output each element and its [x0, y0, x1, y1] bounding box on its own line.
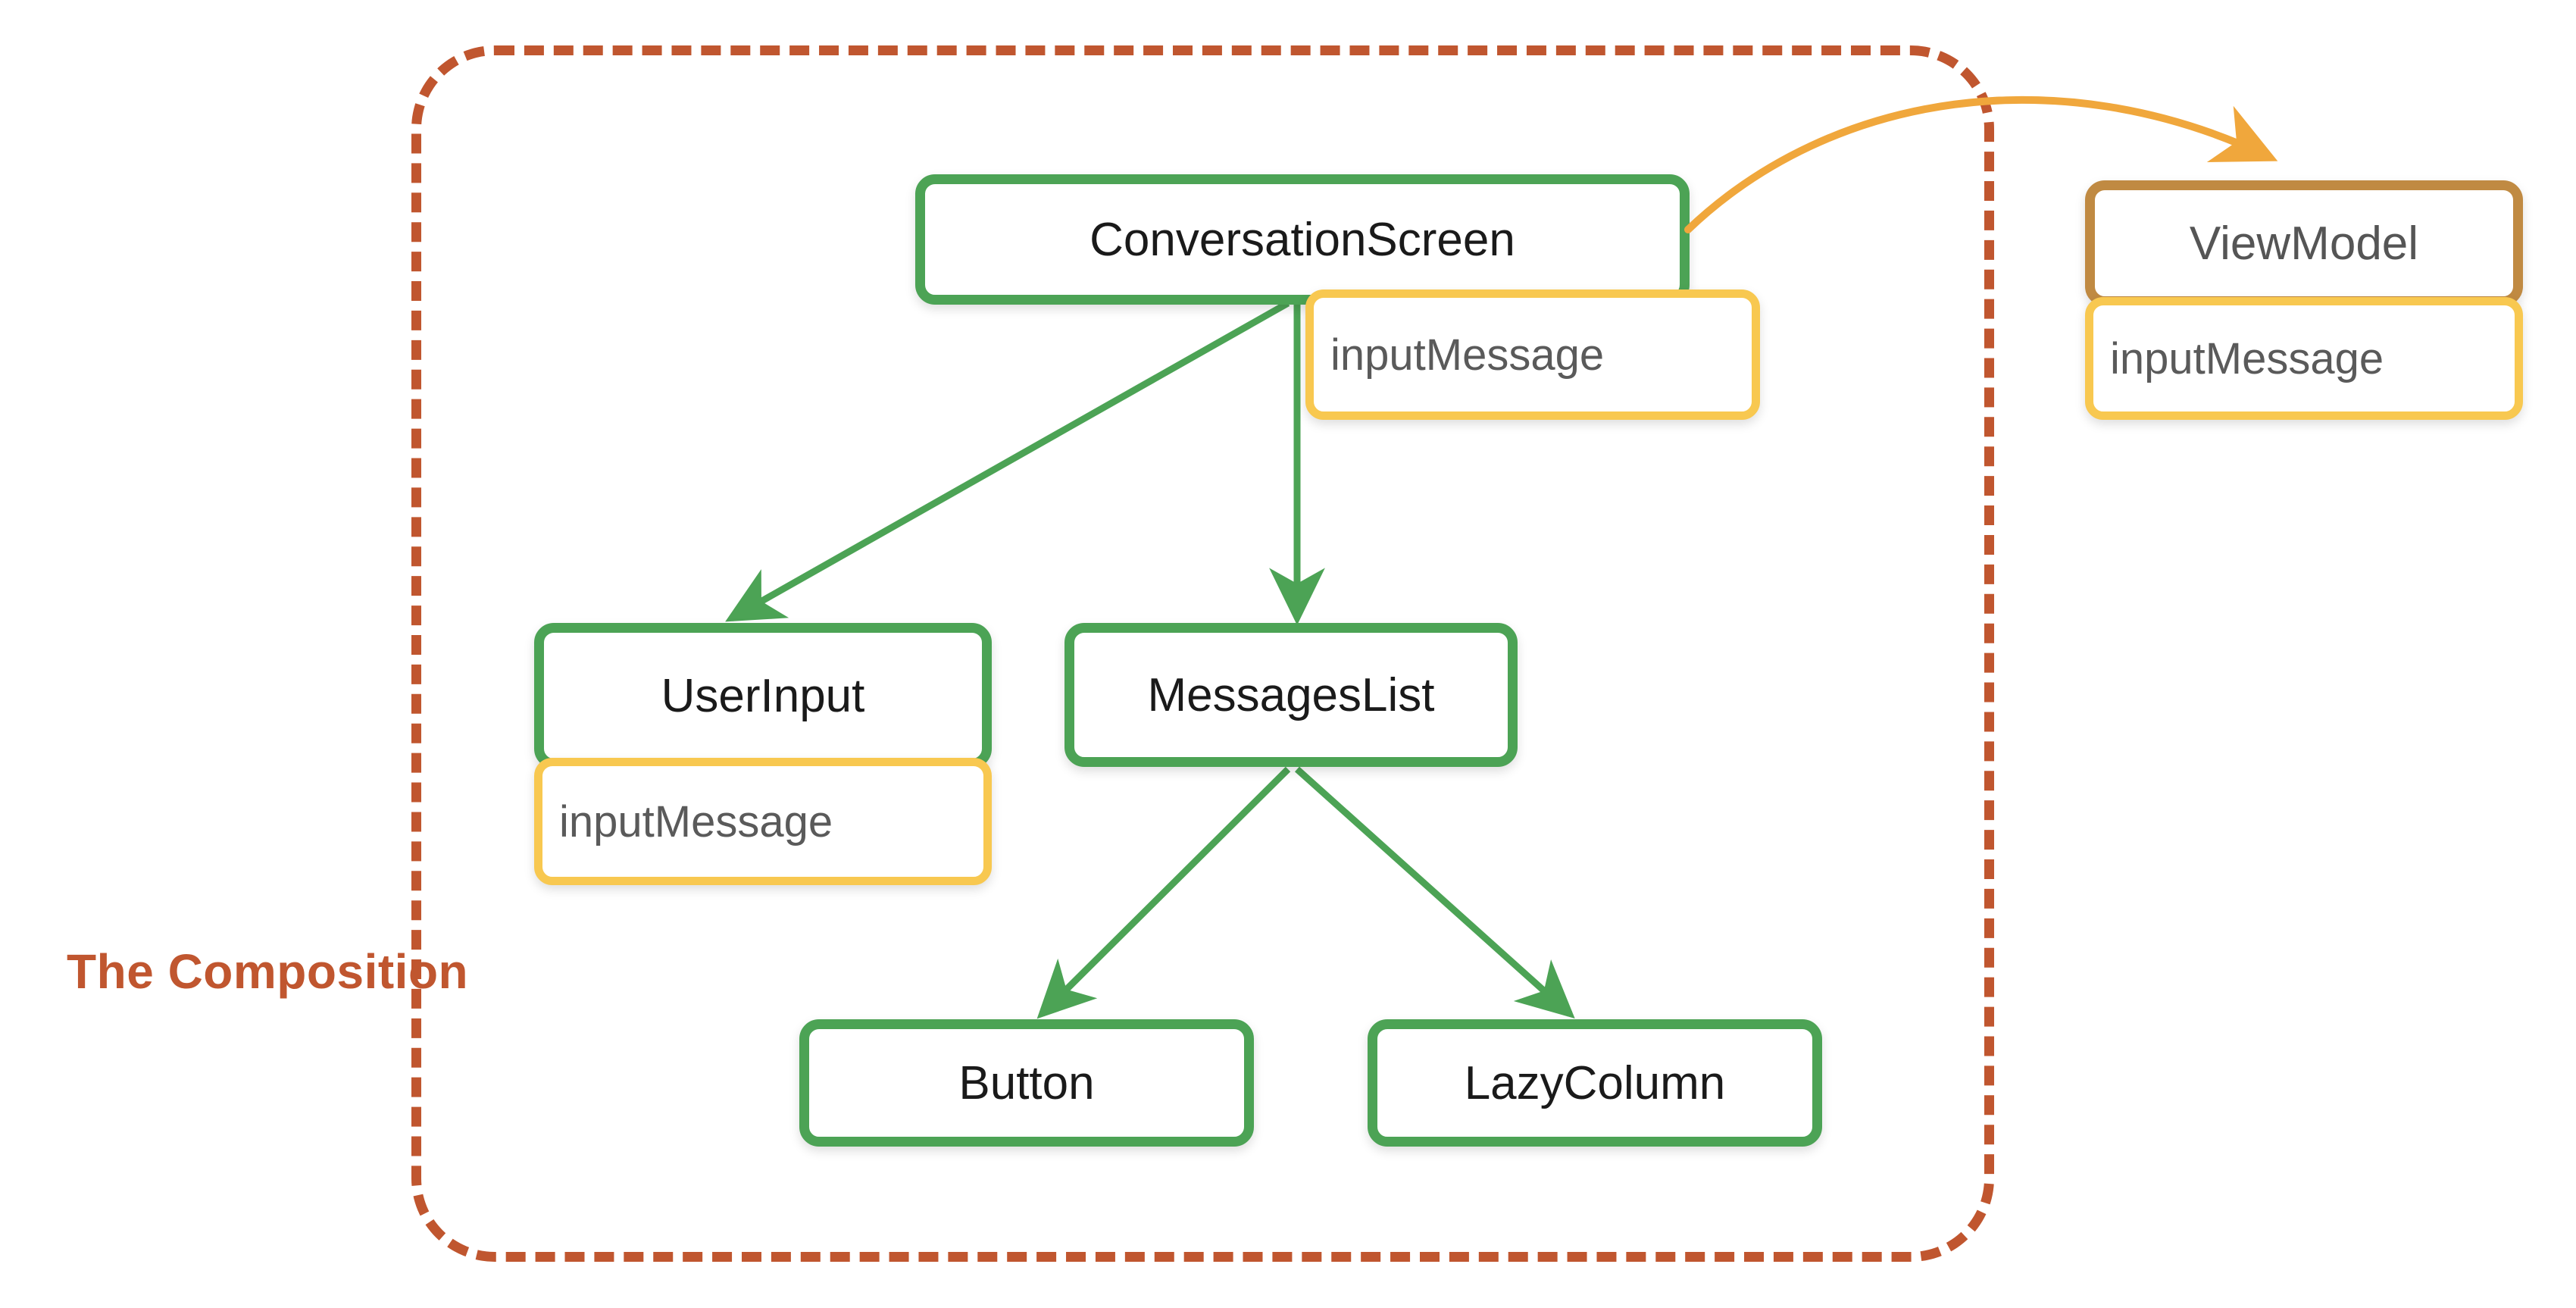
- state-chip-conversation-screen-input-message[interactable]: inputMessage: [1305, 289, 1760, 420]
- state-chip-user-input-input-message-label: inputMessage: [559, 796, 833, 846]
- state-chip-view-model-input-message-label: inputMessage: [2110, 333, 2384, 383]
- node-messages-list-label: MessagesList: [1147, 668, 1435, 721]
- state-chip-view-model-input-message[interactable]: inputMessage: [2085, 297, 2523, 420]
- node-button[interactable]: Button: [799, 1019, 1254, 1147]
- node-conversation-screen-label: ConversationScreen: [1089, 213, 1515, 266]
- node-view-model[interactable]: ViewModel: [2085, 180, 2523, 306]
- composition-boundary: [411, 45, 1994, 1262]
- node-conversation-screen[interactable]: ConversationScreen: [915, 174, 1690, 305]
- composition-boundary-label: The Composition: [67, 944, 469, 999]
- node-view-model-label: ViewModel: [2189, 217, 2419, 270]
- node-button-label: Button: [958, 1056, 1095, 1109]
- state-chip-conversation-screen-input-message-label: inputMessage: [1330, 330, 1605, 380]
- node-messages-list[interactable]: MessagesList: [1064, 623, 1518, 767]
- node-user-input[interactable]: UserInput: [534, 623, 992, 768]
- state-chip-user-input-input-message[interactable]: inputMessage: [534, 758, 992, 885]
- node-lazy-column-label: LazyColumn: [1464, 1056, 1726, 1109]
- node-user-input-label: UserInput: [661, 669, 865, 722]
- node-lazy-column[interactable]: LazyColumn: [1368, 1019, 1822, 1147]
